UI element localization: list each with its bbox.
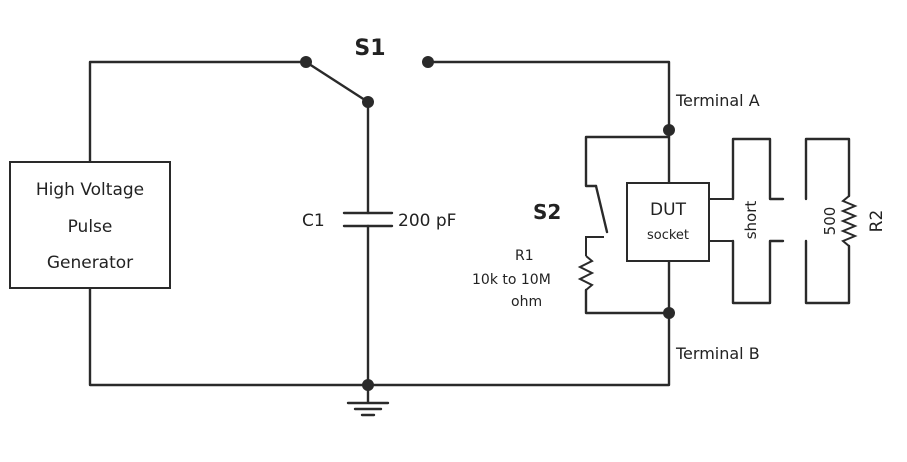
- switch-s1: S1: [300, 36, 434, 108]
- wire-s2-top: [584, 135, 671, 188]
- r2-value: 500: [821, 207, 839, 236]
- short-bracket-top: [731, 137, 785, 201]
- ground-node: [362, 379, 374, 391]
- short-bracket-bottom: [731, 239, 785, 305]
- r2-bracket-bottom: [804, 239, 851, 305]
- s2-label: S2: [533, 200, 561, 224]
- c1-label: C1: [302, 211, 325, 231]
- s1-output-node: [422, 56, 434, 68]
- dut-socket: DUT socket: [626, 182, 710, 262]
- short-label: short: [742, 201, 760, 240]
- generator-label-line3: Generator: [47, 253, 133, 273]
- wire-generator-top: [88, 60, 308, 164]
- pulse-generator: High Voltage Pulse Generator: [9, 161, 171, 289]
- s1-label: S1: [354, 36, 385, 61]
- wire-ground-return: [88, 286, 671, 387]
- r1-unit: ohm: [511, 294, 542, 310]
- dut-box: [626, 182, 710, 262]
- c1-value: 200 pF: [398, 211, 456, 231]
- resistor-r1: R1 10k to 10M ohm: [472, 248, 595, 310]
- terminal-b-node: [663, 307, 675, 319]
- wire-r1-bottom: [584, 288, 671, 315]
- capacitor-c1: C1 200 pF: [302, 211, 456, 231]
- s1-blade: [304, 60, 370, 104]
- wire-s1-to-terminal-a: [426, 60, 671, 132]
- r1-zigzag: [577, 255, 595, 291]
- generator-label-line2: Pulse: [68, 217, 113, 237]
- terminal-a-label: Terminal A: [675, 91, 760, 110]
- terminal-a-node: [663, 124, 675, 136]
- switch-s2: S2: [533, 184, 609, 234]
- resistor-r2: 500 R2: [804, 137, 887, 305]
- dut-label-line2: socket: [647, 228, 689, 243]
- terminal-b-label: Terminal B: [675, 344, 760, 363]
- s2-blade: [594, 184, 609, 234]
- s1-contact-node: [362, 96, 374, 108]
- dut-label-line1: DUT: [650, 200, 687, 220]
- short-jumper: short: [709, 137, 785, 305]
- generator-box: [9, 161, 171, 289]
- r1-range: 10k to 10M: [472, 272, 551, 288]
- r2-label: R2: [867, 210, 887, 233]
- generator-label-line1: High Voltage: [36, 180, 144, 200]
- r2-zigzag: [840, 195, 858, 247]
- ground-symbol: [346, 379, 390, 417]
- r2-bracket-top: [804, 137, 851, 201]
- wire-r1-top: [585, 236, 604, 256]
- circuit-wires: [88, 60, 671, 404]
- r1-label: R1: [515, 248, 534, 264]
